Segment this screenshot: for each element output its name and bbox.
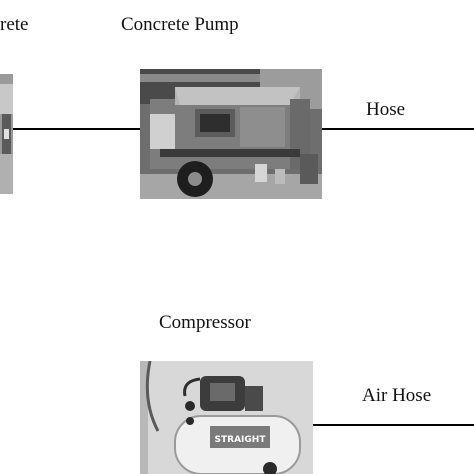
label-hose: Hose xyxy=(366,99,406,120)
connector-air-hose xyxy=(313,424,474,426)
label-concrete-pump: Concrete Pump xyxy=(121,14,239,35)
compressor-photo: STRAIGHT xyxy=(140,361,313,474)
compressor-brand-text: STRAIGHT xyxy=(215,435,267,445)
connector-hose xyxy=(322,128,474,130)
label-compressor: Compressor xyxy=(159,312,251,333)
concrete-photo xyxy=(0,74,13,194)
label-air-hose: Air Hose xyxy=(362,385,432,406)
concrete-pump-photo xyxy=(140,69,322,199)
label-concrete-cut: rete xyxy=(0,14,29,35)
connector-concrete-to-pump xyxy=(12,128,140,130)
